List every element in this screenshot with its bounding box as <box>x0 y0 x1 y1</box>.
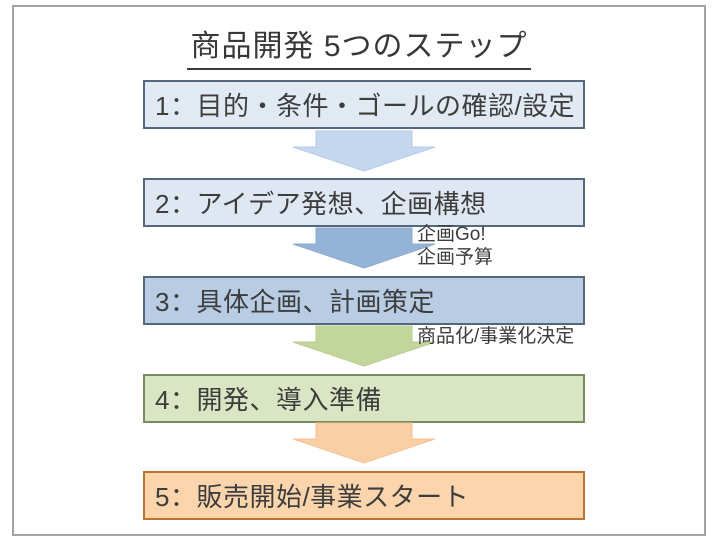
step-3-label: 3：具体企画、計画策定 <box>155 287 435 317</box>
arrow-2-annotation-line-1: 企画Go! <box>417 224 486 245</box>
arrow-3-annotation-line-1: 商品化/事業化決定 <box>417 326 575 347</box>
step-1-label: 1：目的・条件・ゴールの確認/設定 <box>155 91 576 121</box>
arrow-down-icon-3 <box>292 325 436 367</box>
step-2-label: 2：アイデア発想、企画構想 <box>155 189 487 219</box>
step-5-label: 5：販売開始/事業スタート <box>155 482 470 512</box>
step-box-3: 3：具体企画、計画策定 <box>143 276 585 325</box>
step-4-label: 4：開発、導入準備 <box>155 385 382 415</box>
step-box-4: 4：開発、導入準備 <box>143 374 585 423</box>
arrow-down-shape-1 <box>292 130 436 172</box>
step-box-1: 1：目的・条件・ゴールの確認/設定 <box>143 80 585 129</box>
arrow-down-shape-4 <box>292 422 436 464</box>
step-box-2: 2：アイデア発想、企画構想 <box>143 178 585 227</box>
diagram-title-text: 商品開発 5つのステップ <box>187 21 531 70</box>
diagram-title: 商品開発 5つのステップ <box>12 21 706 70</box>
arrow-down-icon-4 <box>292 422 436 464</box>
arrow-2-annotation-line-2: 企画予算 <box>417 247 494 268</box>
step-box-5: 5：販売開始/事業スタート <box>143 471 585 520</box>
arrow-down-shape-2 <box>292 227 436 269</box>
arrow-3-annotation: 商品化/事業化決定 <box>417 325 574 348</box>
arrow-down-shape-3 <box>292 325 436 367</box>
arrow-down-icon-1 <box>292 130 436 172</box>
arrow-down-icon-2 <box>292 227 436 269</box>
arrow-2-annotation: 企画Go! 企画予算 <box>417 223 493 269</box>
